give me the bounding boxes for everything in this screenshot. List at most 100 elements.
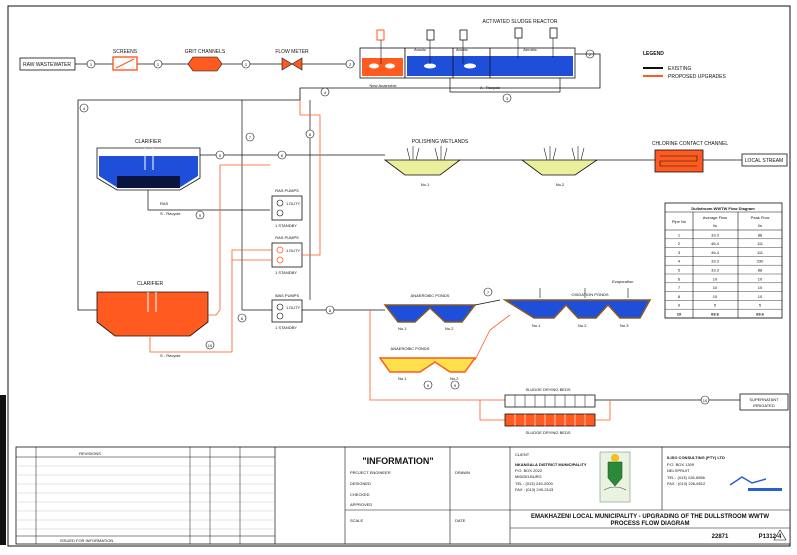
a-recycle-line: [449, 78, 561, 93]
crest-shield: [607, 461, 623, 487]
flow-marker-8b: [325, 305, 335, 315]
flow-table-pipe-cell: 1: [678, 232, 681, 237]
flow-table-avg-cell: 10: [713, 276, 718, 281]
pump-icon: [276, 246, 284, 254]
flow-marker-6: [277, 150, 287, 160]
flow-marker-6-label: 6: [281, 153, 284, 158]
ccc-baffles: [659, 155, 698, 167]
flow-marker-7b: [483, 287, 493, 297]
flow-table-unit-peak: l/s: [758, 223, 762, 228]
flow-marker-1b: [153, 59, 163, 69]
tb-client-town: MIDDELBURG: [515, 474, 542, 479]
proposed-ras-line: [231, 249, 272, 352]
flow-marker-6b-label: 6: [241, 316, 244, 321]
flow-table-avg-cell: 46.4: [711, 241, 720, 246]
pump-icon: [276, 209, 284, 217]
flow-marker-10: [205, 340, 215, 350]
flow-table-pipe-cell: 8: [678, 294, 681, 299]
tb-information: "INFORMATION": [362, 456, 433, 466]
crest-sun: [611, 454, 619, 462]
flow-meter-icon: [281, 57, 303, 71]
asr-label: ACTIVATED SLUDGE REACTOR: [482, 19, 557, 25]
mixer-icon: [464, 63, 476, 69]
flow-table-avg-cell: 10: [713, 294, 718, 299]
sheet-frame: [7, 5, 791, 547]
anaerobic-pond-1-label: No.1: [398, 326, 407, 331]
revision-grid: [16, 447, 275, 544]
flow-marker-2: [345, 59, 355, 69]
flow-table-pipe-cell: 2: [678, 241, 681, 246]
flow-marker-9b: [423, 380, 433, 390]
ras-label: RAS: [160, 201, 169, 206]
tb-client-tel: TEL : (013) 249-2000: [515, 481, 554, 486]
flow-marker-4b: [320, 87, 330, 97]
flow-table-pipe-cell: 9: [678, 303, 681, 308]
oxidation-ponds: [502, 299, 652, 319]
mixer-motor-icon: [376, 29, 385, 41]
flow-table-col-pipe: Pipe No: [672, 219, 687, 224]
tb-revisions: REVISIONS: [79, 451, 101, 456]
sludge-beds-2-label: SLUDGE DRYING BEDS: [525, 430, 570, 435]
flow-marker-7: [245, 132, 255, 142]
tb-client-name: NKANGALA DISTRICT MUNICIPALITY: [515, 462, 587, 467]
anoxic-label-2: Anoxic: [456, 47, 468, 52]
wetland-1: [383, 159, 462, 176]
s-recycle-label: S - Recycle: [160, 211, 181, 216]
clarifier-top-sludge: [117, 176, 180, 188]
sludge-beds-2: [504, 413, 596, 427]
screens-bar: [115, 58, 135, 69]
flow-marker-1: [86, 59, 96, 69]
oxidation-pond-2-label: No.2: [578, 323, 587, 328]
flow-marker-5-label: 5: [219, 153, 222, 158]
tb-consultant-name: ILISO CONSULTING (PTY) LTD: [667, 455, 725, 460]
flow-marker-7b-label: 7: [487, 290, 490, 295]
duty-label-2: 1 DUTY: [286, 248, 301, 253]
flow-table-peak-cell: 88: [758, 232, 763, 237]
flow-table-peak-cell: 88: [758, 268, 763, 273]
tb-client-po: P.O. BOX 2022: [515, 468, 543, 473]
evaporation-label: Evaporation: [612, 279, 633, 284]
mixer-icon: [385, 63, 395, 69]
bed-divider: [514, 414, 586, 426]
flow-marker-4-label: 4: [83, 106, 86, 111]
grit-channels-label: GRIT CHANNELS: [185, 49, 226, 55]
grit-channels-unit: [187, 56, 223, 72]
pump-icon: [276, 256, 284, 264]
aerobic-label: Aerobic: [523, 47, 537, 52]
flow-table-pipe-cell: 10: [677, 312, 682, 317]
anaerobic-ponds-bottom-label: ANAEROBIC PONDS: [391, 346, 430, 351]
mixer-icon: [424, 63, 436, 69]
tb-checked: CHECKED: [350, 492, 370, 497]
flow-table-avg-cell: 33.3: [711, 259, 720, 264]
flow-marker-5: [215, 150, 225, 160]
anaerobic-pond-b1-label: No.1: [398, 376, 407, 381]
duty-label: 1 DUTY: [286, 201, 301, 206]
left-edge-strip: [0, 395, 6, 545]
ras-pumps-2-box: [271, 242, 303, 268]
flow-marker-8-label: 8: [309, 132, 312, 137]
flow-table-pipe-cell: 5: [678, 268, 681, 273]
flow-marker-9c-label: 9: [454, 383, 457, 388]
pump-icon: [276, 312, 284, 320]
flow-meter-label: FLOW METER: [275, 49, 309, 55]
supernatant-box: [739, 393, 789, 411]
oxidation-pond-1-label: No.1: [532, 323, 541, 328]
evaporation-arrow-icon: [539, 288, 629, 298]
was-pumps-box: [271, 299, 303, 323]
flow-marker-1c: [241, 59, 251, 69]
ccc-label: CHLORINE CONTACT CHANNEL: [652, 141, 728, 147]
sludge-beds-1: [504, 394, 596, 408]
aerator-motor-icon: [549, 27, 558, 39]
consultant-logo-icon: [729, 476, 782, 491]
logo-swoosh: [729, 476, 767, 486]
proposed-ras-line: [219, 164, 270, 310]
wetland-2-label: No.2: [556, 182, 565, 187]
proposed-pond-link: [474, 314, 511, 361]
local-stream-label: LOCAL STREAM: [745, 158, 783, 164]
a-recycle-label: A - Recycle: [480, 85, 501, 90]
flow-table-avg-cell: 10: [713, 285, 718, 290]
tb-contract-no: 22871: [712, 534, 729, 540]
